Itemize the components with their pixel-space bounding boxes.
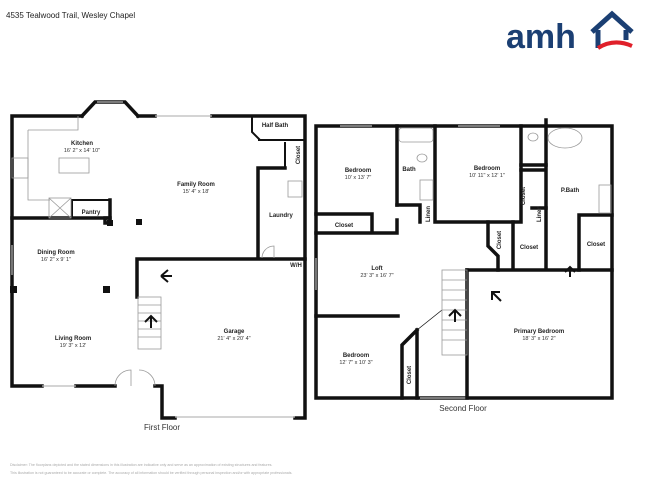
- first-floor-plan: [10, 100, 307, 420]
- stairs-first-floor: [137, 269, 172, 350]
- room-name-bath: Bath: [402, 167, 416, 173]
- room-name-loft: Loft: [371, 266, 382, 272]
- room-dims-bedroom-1: 10' x 13' 7": [345, 175, 372, 181]
- closet-label-hall: Closet: [520, 245, 538, 251]
- room-name-dining-room: Dining Room: [37, 250, 74, 256]
- room-name-garage: Garage: [224, 329, 245, 335]
- room-name-primary-bedroom: Primary Bedroom: [514, 329, 564, 335]
- property-address: 4535 Tealwood Trail, Wesley Chapel: [6, 11, 136, 20]
- room-name-living-room: Living Room: [55, 336, 91, 342]
- closet-label-primary: Closet: [587, 242, 605, 248]
- closet-label-loft: Closet: [497, 231, 503, 249]
- svg-text:amh: amh: [506, 18, 576, 54]
- disclaimer-line-2: This illustration is not guaranteed to b…: [10, 471, 293, 475]
- room-dims-bedroom-3: 12' 7" x 10' 3": [339, 360, 372, 366]
- room-name-half-bath: Half Bath: [262, 123, 289, 129]
- closet-label-bedroom-3: Closet: [407, 366, 413, 384]
- room-dims-loft: 23' 3" x 16' 7": [360, 273, 393, 279]
- second-floor-label: Second Floor: [439, 404, 487, 413]
- room-name-closet: Closet: [296, 146, 302, 164]
- room-name-kitchen: Kitchen: [71, 141, 93, 147]
- room-name-p-bath: P.Bath: [561, 188, 580, 194]
- linen-label-2: Linen: [537, 206, 543, 222]
- room-dims-dining-room: 16' 2" x 9' 1": [41, 257, 71, 263]
- room-name-laundry: Laundry: [269, 213, 293, 219]
- room-dims-garage: 21' 4" x 20' 4": [217, 336, 250, 342]
- room-dims-primary-bedroom: 18' 3" x 16' 2": [522, 336, 555, 342]
- room-dims-family-room: 15' 4" x 18': [183, 189, 210, 195]
- closet-label-bedroom-2: Closet: [521, 187, 527, 205]
- amh-logo: amh: [506, 10, 634, 54]
- disclaimer-line-1: Disclaimer: The floorplans depicted and …: [10, 463, 273, 467]
- room-name-bedroom-3: Bedroom: [343, 353, 369, 359]
- wh-label: W/H: [290, 263, 302, 269]
- linen-label-1: Linen: [426, 206, 432, 222]
- room-name-bedroom-2: Bedroom: [474, 166, 500, 172]
- stairs-second-floor: [441, 265, 576, 356]
- first-floor-label: First Floor: [144, 423, 180, 432]
- room-name-bedroom-1: Bedroom: [345, 168, 371, 174]
- room-dims-living-room: 19' 3" x 12': [60, 343, 87, 349]
- closet-label-bedroom-1: Closet: [335, 223, 353, 229]
- second-floor-plan: [314, 118, 614, 400]
- room-name-family-room: Family Room: [177, 182, 215, 188]
- room-dims-kitchen: 16' 2" x 14' 10": [64, 148, 100, 154]
- room-dims-bedroom-2: 10' 11" x 12' 1": [469, 173, 505, 179]
- room-name-pantry: Pantry: [82, 210, 101, 216]
